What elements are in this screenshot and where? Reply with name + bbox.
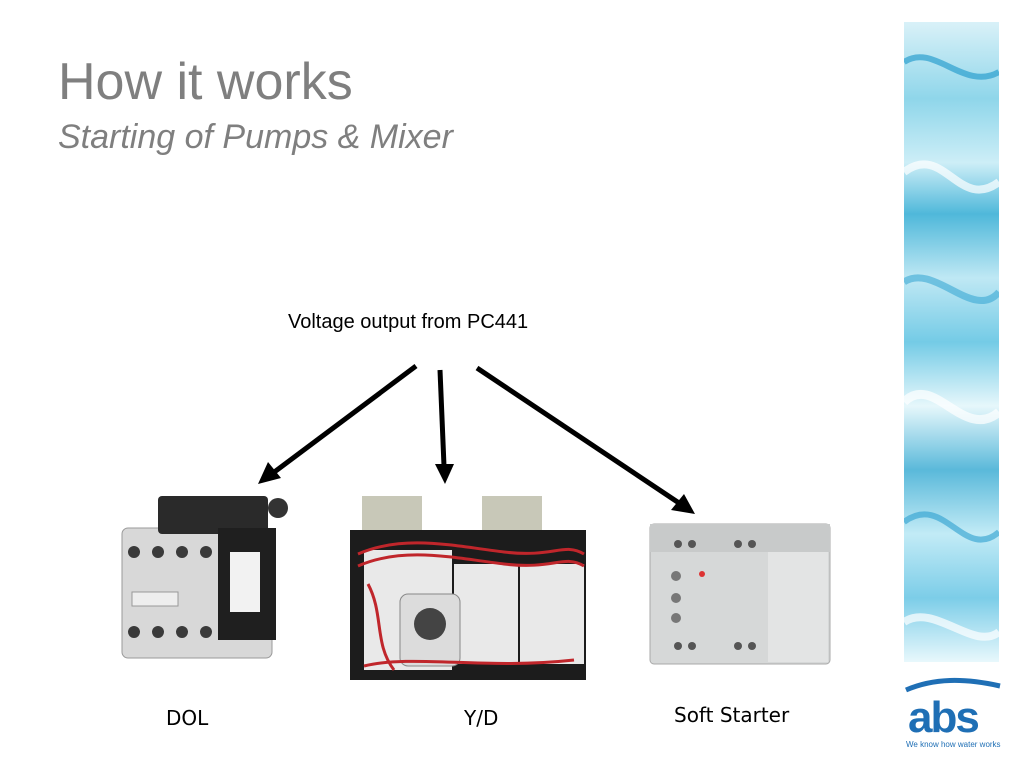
dol-contactor-image	[118, 492, 298, 662]
voltage-output-label: Voltage output from PC441	[288, 311, 529, 333]
soft-starter-image	[648, 514, 834, 668]
logo-tagline: We know how water works	[906, 740, 1001, 749]
arrow-to-soft-starter	[475, 365, 695, 514]
yd-label: Y/D	[464, 706, 499, 730]
arrow-to-yd	[435, 369, 454, 484]
logo-wave-icon	[905, 677, 1001, 693]
logo-wordmark: abs	[908, 693, 980, 742]
water-decoration-image	[904, 22, 999, 662]
dol-label: DOL	[166, 706, 209, 730]
slide-subtitle: Starting of Pumps & Mixer	[58, 118, 453, 156]
star-delta-starter-image	[344, 494, 594, 686]
arrow-to-dol	[258, 363, 418, 484]
slide-title: How it works	[58, 53, 353, 111]
abs-logo: abs We know how water works	[904, 676, 1002, 756]
soft-starter-label: Soft Starter	[674, 703, 790, 727]
